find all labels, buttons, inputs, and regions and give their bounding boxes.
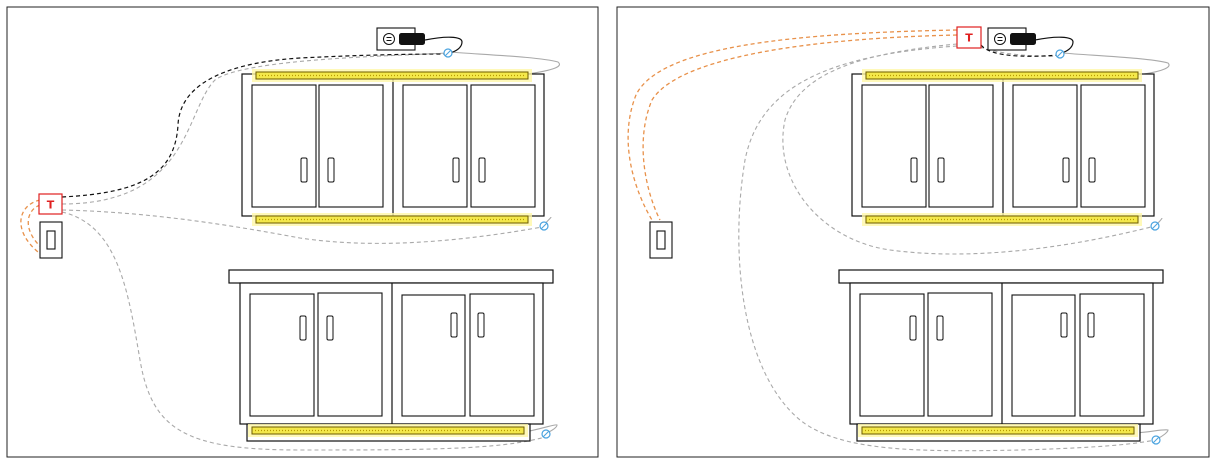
sensor-label: T (47, 199, 55, 212)
connector-icon (541, 429, 551, 439)
panel-right: T (616, 6, 1210, 458)
sensor-label: T (965, 32, 973, 45)
wiring-right (627, 29, 1170, 452)
led-strip-top (251, 68, 533, 83)
upper-cabinet (851, 73, 1155, 217)
panel-left: T (6, 6, 599, 458)
connector-icon (1151, 435, 1161, 445)
upper-cabinet (241, 73, 545, 217)
lower-cabinet (228, 269, 554, 442)
led-strip-top (861, 68, 1143, 83)
led-strip-toe-kick (857, 423, 1139, 438)
connector-icon (539, 221, 549, 231)
connector-icon (1150, 221, 1160, 231)
lower-cabinet (838, 269, 1164, 442)
sensor-icon: T (956, 26, 982, 49)
led-strip-under-upper (861, 212, 1143, 227)
connector-icon (443, 48, 453, 58)
wall-switch-icon (649, 221, 673, 259)
sensor-icon: T (38, 193, 63, 215)
wall-switch-icon (39, 221, 63, 259)
wiring-left (20, 36, 560, 451)
connector-icon (1055, 49, 1065, 59)
led-strip-under-upper (251, 212, 533, 227)
led-strip-toe-kick (247, 423, 529, 438)
